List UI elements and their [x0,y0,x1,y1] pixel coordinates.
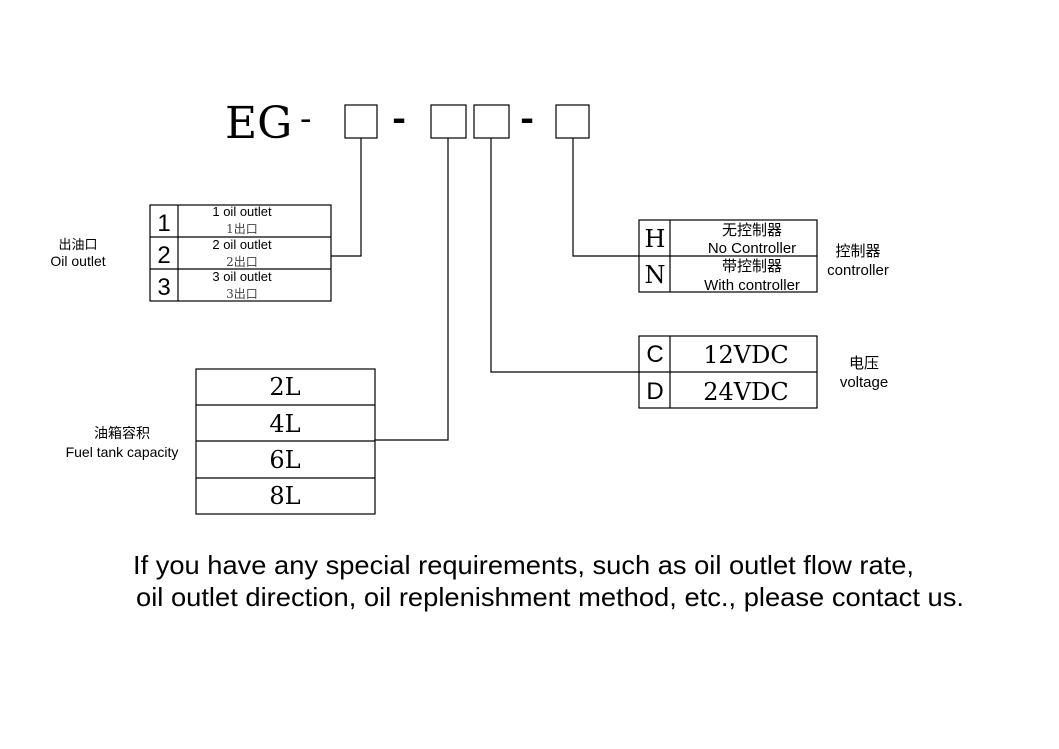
voltage-code: C [646,341,663,368]
code-box-controller [555,104,590,139]
separator-3: - [520,99,534,139]
tank-table [195,368,376,515]
tank-option: 4L [269,410,300,438]
controller-code: N [645,261,666,289]
outlet-code: 3 [157,274,170,301]
note-line-2: oil outlet direction, oil replenishment … [136,582,964,612]
controller-label-en: controller [827,262,889,279]
outlet-desc-cn: 1出口 [226,222,258,236]
outlet-code: 2 [157,242,170,269]
controller-table [638,219,818,293]
oil-outlet-label-cn: 出油口 [58,238,97,253]
tank-label-cn: 油箱容积 [94,425,150,442]
controller-desc-en: No Controller [708,240,796,257]
tank-label-en: Fuel tank capacity [66,444,179,460]
oil-outlet-table [149,204,332,302]
outlet-desc-en: 1 oil outlet [212,204,272,219]
tank-option: 6L [269,446,300,474]
controller-desc-en: With controller [704,277,800,294]
outlet-code: 1 [157,210,170,237]
separator-2: - [392,99,406,139]
controller-label-cn: 控制器 [835,242,880,260]
voltage-label-en: voltage [840,374,888,391]
outlet-desc-en: 2 oil outlet [212,237,272,252]
voltage-label-cn: 电压 [849,354,879,372]
outlet-desc-cn: 3出口 [226,287,258,301]
voltage-code: D [646,378,663,405]
tank-option: 2L [269,373,300,401]
code-box-tank-1 [430,104,467,139]
connector-outlet [331,138,362,257]
note-line-1: If you have any special requirements, su… [133,550,914,580]
controller-desc-cn: 带控制器 [722,257,782,275]
controller-desc-cn: 无控制器 [722,221,782,239]
connector-voltage [490,138,639,373]
controller-code: H [645,225,666,253]
voltage-table [638,335,818,409]
tank-option: 8L [269,482,300,510]
outlet-desc-cn: 2出口 [226,255,258,269]
code-box-tank-2 [473,104,510,139]
oil-outlet-label-en: Oil outlet [50,253,105,269]
outlet-desc-en: 3 oil outlet [212,269,272,284]
separator-1: - [300,99,312,139]
connector-tank [375,138,449,441]
voltage-value: 24VDC [703,378,788,406]
model-prefix: EG [225,98,292,149]
connector-controller [572,138,639,257]
voltage-value: 12VDC [703,341,788,369]
code-box-outlet [344,104,378,139]
